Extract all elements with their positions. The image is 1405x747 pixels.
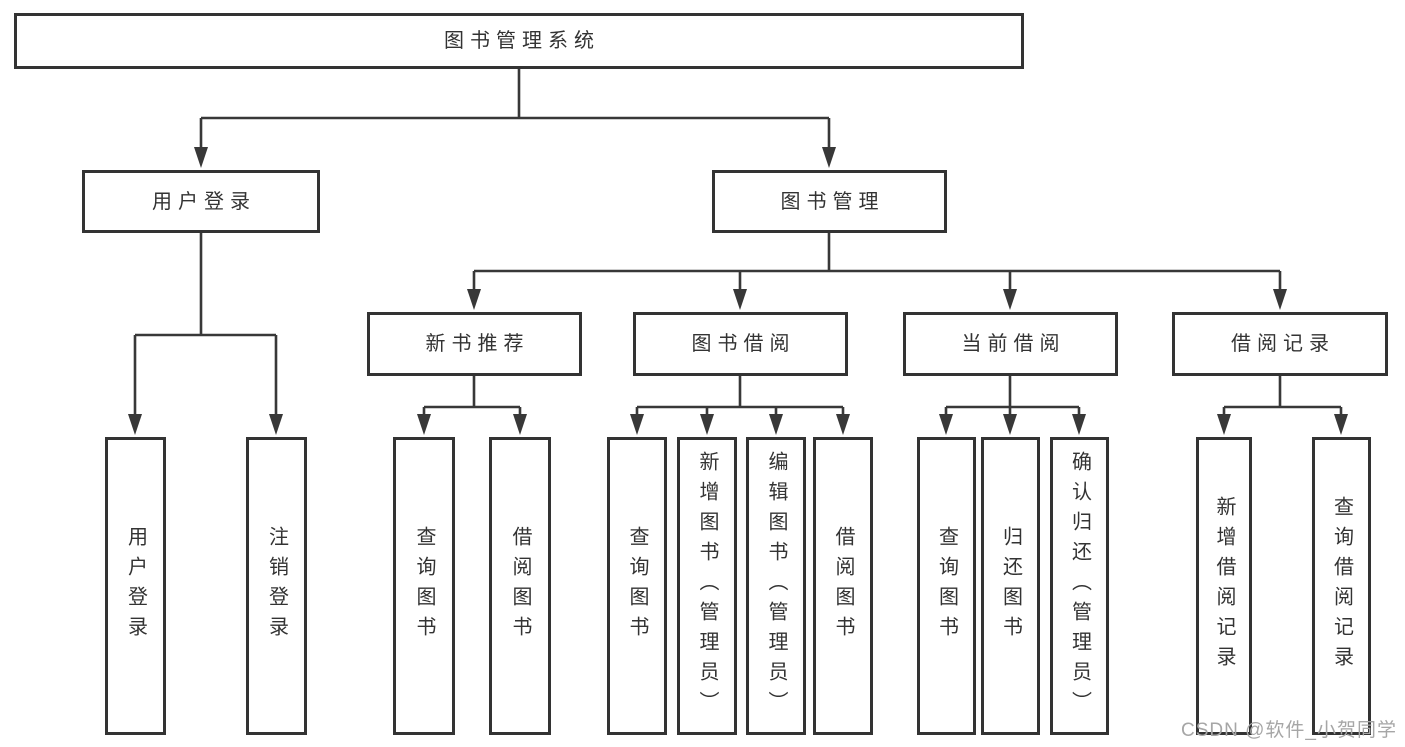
arrow-down-icon	[769, 414, 783, 435]
leaf-label: 查询图书	[935, 526, 958, 646]
connector-root-to-level2	[199, 69, 831, 149]
leaf-add-borrow-record: 新增借阅记录	[1196, 437, 1252, 735]
connector-user-login-children	[133, 233, 278, 415]
leaf-label: 确认归还（管理员）	[1068, 451, 1091, 721]
leaf-add-book-admin: 新增图书（管理员）	[677, 437, 737, 735]
leaf-return-book: 归还图书	[981, 437, 1040, 735]
arrow-down-icon	[513, 414, 527, 435]
arrow-down-icon	[822, 147, 836, 168]
arrow-down-icon	[733, 289, 747, 310]
leaf-label: 编辑图书（管理员）	[765, 451, 787, 721]
arrow-down-icon	[1334, 414, 1348, 435]
leaf-label: 归还图书	[999, 526, 1022, 646]
node-book-borrow: 图书借阅	[633, 312, 848, 376]
node-label: 借阅记录	[1231, 333, 1335, 355]
node-borrow-records: 借阅记录	[1172, 312, 1388, 376]
arrow-down-icon	[700, 414, 714, 435]
connector-new-book-children	[422, 376, 522, 415]
leaf-label: 新增图书（管理员）	[696, 451, 718, 721]
leaf-label: 新增借阅记录	[1213, 496, 1235, 676]
leaf-label: 查询图书	[413, 526, 435, 646]
leaf-label: 查询图书	[626, 526, 648, 646]
arrow-down-icon	[194, 147, 208, 168]
node-label: 用户登录	[152, 190, 256, 213]
connector-book-management-sections	[472, 233, 1282, 290]
connector-book-borrow-children	[635, 376, 845, 415]
connector-borrow-records-children	[1222, 376, 1343, 415]
leaf-edit-book-admin: 编辑图书（管理员）	[746, 437, 806, 735]
leaf-query-borrow-record: 查询借阅记录	[1312, 437, 1371, 735]
leaf-query-books-recommend: 查询图书	[393, 437, 455, 735]
leaf-label: 借阅图书	[832, 526, 854, 646]
leaf-borrow-books-borrow: 借阅图书	[813, 437, 873, 735]
node-new-book-recommend: 新书推荐	[367, 312, 582, 376]
leaf-query-books-borrow: 查询图书	[607, 437, 667, 735]
arrow-down-icon	[417, 414, 431, 435]
csdn-watermark: CSDN @软件_小贺同学	[1181, 720, 1397, 741]
connector-current-borrow-children	[944, 376, 1081, 415]
leaf-user-login: 用户登录	[105, 437, 166, 735]
node-current-borrow: 当前借阅	[903, 312, 1118, 376]
node-label: 图书借阅	[691, 333, 796, 355]
arrow-down-icon	[1003, 414, 1017, 435]
node-library-management-system: 图书管理系统	[14, 13, 1024, 69]
leaf-label: 注销登录	[265, 526, 288, 646]
arrow-down-icon	[1273, 289, 1287, 310]
arrow-down-icon	[836, 414, 850, 435]
arrow-down-icon	[939, 414, 953, 435]
node-user-login: 用户登录	[82, 170, 320, 233]
node-label: 图书管理	[780, 190, 885, 213]
leaf-label: 用户登录	[124, 526, 147, 646]
arrow-down-icon	[269, 414, 283, 435]
arrow-down-icon	[1217, 414, 1231, 435]
node-label: 当前借阅	[961, 333, 1066, 355]
leaf-label: 借阅图书	[509, 526, 531, 646]
arrow-down-icon	[128, 414, 142, 435]
leaf-logout: 注销登录	[246, 437, 307, 735]
arrow-down-icon	[1072, 414, 1086, 435]
leaf-borrow-books-recommend: 借阅图书	[489, 437, 551, 735]
node-book-management: 图书管理	[712, 170, 947, 233]
arrow-down-icon	[1003, 289, 1017, 310]
node-label: 图书管理系统	[444, 30, 600, 52]
arrow-down-icon	[467, 289, 481, 310]
leaf-label: 查询借阅记录	[1330, 496, 1353, 676]
leaf-confirm-return-admin: 确认归还（管理员）	[1050, 437, 1109, 735]
leaf-query-books-current: 查询图书	[917, 437, 976, 735]
arrowheads	[128, 147, 1348, 435]
arrow-down-icon	[630, 414, 644, 435]
node-label: 新书推荐	[425, 333, 530, 355]
